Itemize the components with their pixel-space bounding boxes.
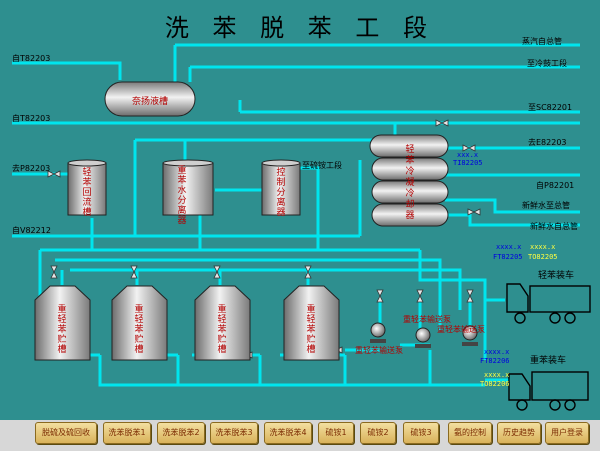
truck-heavy-label: 重苯装车 [530, 356, 567, 366]
control-separator-vessel[interactable] [261, 159, 301, 216]
pipe-ctrl-out [300, 166, 320, 250]
truck-light-icon [506, 283, 591, 324]
to82205-value: xxxx.x [530, 243, 556, 251]
valve-tank4-in[interactable] [304, 265, 312, 279]
nav-button-history-trend[interactable]: 历史趋势 [497, 422, 541, 444]
light-benzene-recovery-vessel[interactable] [67, 159, 107, 216]
pump-1-label: 重轻苯输送泵 [355, 346, 403, 355]
water-separator-label: 重苯水分离器 [177, 166, 187, 226]
valve-pump1[interactable] [376, 289, 384, 303]
nav-button-desulfurization[interactable]: 脱硫及硫回收 [35, 422, 97, 444]
ft82205-tag: FT82205 [493, 253, 523, 261]
condenser-label: 轻苯冷凝冷却器 [405, 145, 415, 221]
pipe-fresh-to [445, 198, 580, 214]
pipe-bottom-drops [176, 355, 347, 385]
storage-tank-4[interactable] [283, 285, 340, 361]
label-to-e82203: 去E82203 [528, 138, 567, 147]
valve-pump3[interactable] [466, 289, 474, 303]
storage-tanks [34, 285, 340, 361]
pipe-fresh-from [445, 213, 580, 227]
label-steam-main: 蒸汽自总管 [522, 37, 562, 46]
storage-tank-1-label: 重轻苯贮槽 [57, 305, 67, 355]
ft82205-value: xxxx.x [496, 243, 522, 251]
water-separator-vessel[interactable] [162, 159, 214, 216]
ft82206-value: xxxx.x [484, 348, 510, 356]
valve-tank3-in[interactable] [213, 265, 221, 279]
label-to-cooling: 至冷鼓工段 [527, 59, 567, 68]
condenser-stack[interactable] [369, 134, 449, 227]
truck-heavy-icon [508, 371, 589, 411]
pipe-header-c [70, 268, 462, 310]
valve-p82203[interactable] [47, 170, 61, 178]
valve-t82203[interactable] [435, 119, 449, 127]
ti82205-value: xxx.x [457, 151, 479, 159]
page-title: 洗 苯 脱 苯 工 段 [164, 14, 436, 42]
pumps [370, 322, 478, 348]
pipe-header-b [55, 258, 442, 330]
nav-button-ammonium-1[interactable]: 硫铵1 [318, 422, 354, 444]
label-to-p82203: 去P82203 [12, 164, 51, 173]
to82206-tag: TO82206 [480, 380, 510, 388]
label-fresh-water-from: 新鲜水自总管 [530, 222, 578, 231]
to82205-tag: TO82205 [528, 253, 558, 261]
label-fresh-water-to: 新鲜水至总管 [522, 201, 570, 210]
valve-tank1-in[interactable] [50, 265, 58, 279]
storage-tank-4-label: 重轻苯贮槽 [306, 305, 316, 355]
light-benzene-recovery-label: 轻苯回流槽 [82, 168, 92, 218]
pump-2-label: 重轻苯输送泵 [403, 315, 451, 324]
nav-button-benzene-1[interactable]: 洗苯脱苯1 [103, 422, 151, 444]
pipe-bottom-main [98, 355, 485, 387]
to82206-value: xxxx.x [484, 371, 510, 379]
valve-pump2[interactable] [416, 289, 424, 303]
nav-button-benzene-2[interactable]: 洗苯脱苯2 [157, 422, 205, 444]
pump-2[interactable] [415, 327, 431, 348]
label-from-t82203-mid: 自T82203 [12, 114, 51, 123]
nav-button-ammonia-control[interactable]: 氨的控制 [448, 422, 492, 444]
label-from-v82212: 自V82212 [12, 226, 51, 235]
pump-3-label: 重轻苯输送泵 [437, 325, 485, 334]
storage-tank-2[interactable] [111, 285, 168, 361]
storage-tank-3[interactable] [194, 285, 251, 361]
label-from-t82203-top: 自T82203 [12, 54, 51, 63]
valve-fresh[interactable] [467, 208, 481, 216]
nav-button-benzene-4[interactable]: 洗苯脱苯4 [264, 422, 312, 444]
nav-button-user-login[interactable]: 用户登录 [545, 422, 589, 444]
label-from-p82201: 自P82201 [536, 181, 575, 190]
pipe-pump-up [378, 300, 472, 330]
pipe-from-t82203-top [12, 61, 122, 80]
storage-tank-3-label: 重轻苯贮槽 [217, 305, 227, 355]
nav-button-benzene-3[interactable]: 洗苯脱苯3 [210, 422, 258, 444]
pipe-tank-tops [60, 270, 310, 285]
tank-top-vessel[interactable] [104, 81, 196, 117]
pipe-header-d [418, 250, 487, 360]
label-to-sc82201: 至SC82201 [528, 103, 573, 112]
truck-light-label: 轻苯装车 [538, 271, 575, 281]
valve-tank2-in[interactable] [130, 265, 138, 279]
valve-e82203[interactable] [462, 144, 476, 152]
ft82206-tag: FT82206 [480, 357, 510, 365]
label-to-sulfur: 至硫铵工段 [302, 161, 342, 170]
storage-tank-1[interactable] [34, 285, 91, 361]
pump-3[interactable] [462, 325, 478, 346]
control-separator-label: 控制分离器 [276, 168, 286, 218]
storage-tank-2-label: 重轻苯贮槽 [134, 305, 144, 355]
pump-1[interactable] [370, 322, 386, 343]
tank-top-label: 奈扬液槽 [132, 97, 169, 107]
nav-button-ammonium-3[interactable]: 硫铵3 [403, 422, 439, 444]
nav-button-ammonium-2[interactable]: 硫铵2 [360, 422, 396, 444]
ti82205-tag: TI82205 [453, 159, 483, 167]
